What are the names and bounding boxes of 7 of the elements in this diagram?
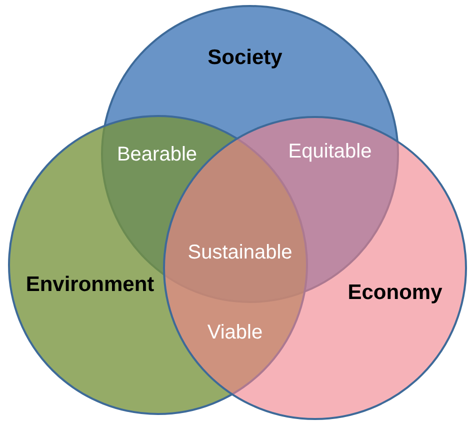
circle-label: Society [208, 46, 282, 70]
region-label: Viable [207, 322, 263, 344]
circle-label: Economy [348, 281, 442, 305]
circle-label: Environment [26, 273, 154, 297]
region-label: Sustainable [188, 242, 292, 264]
region-label: Bearable [116, 144, 198, 166]
region-label: Equitable [288, 140, 372, 164]
